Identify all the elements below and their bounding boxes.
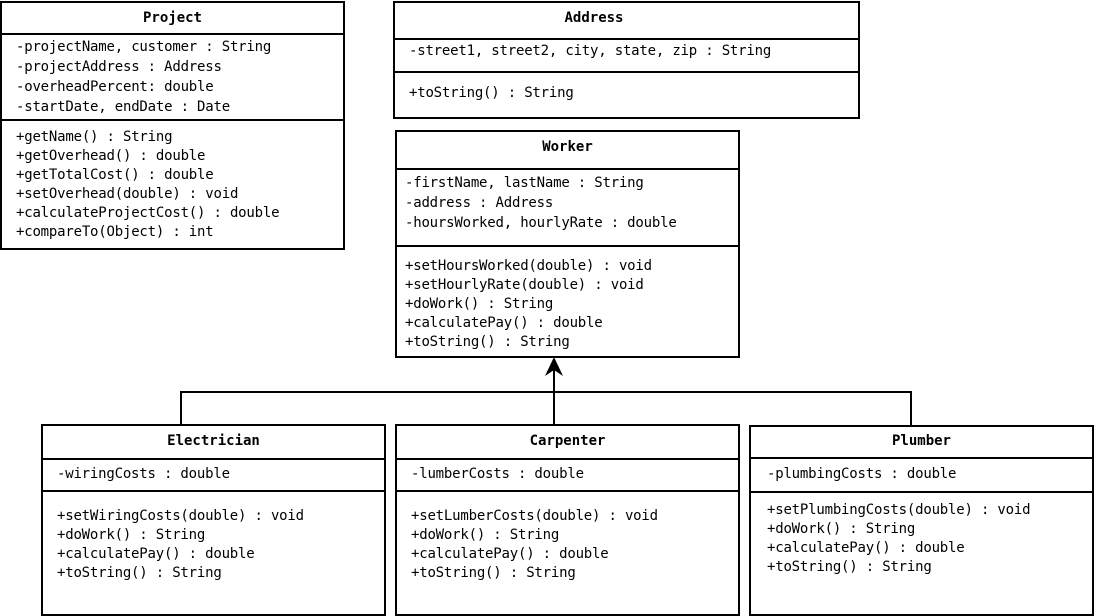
- class-worker[interactable]: Worker -firstName, lastName : String -ad…: [395, 130, 740, 358]
- method: +doWork() : String: [57, 527, 206, 543]
- attribute: -lumberCosts : double: [411, 466, 584, 482]
- class-title: Carpenter: [529, 433, 606, 449]
- method: +getName() : String: [16, 129, 173, 145]
- method: +setWiringCosts(double) : void: [57, 508, 304, 524]
- divider: [43, 490, 384, 492]
- attribute: -projectAddress : Address: [16, 59, 222, 75]
- method: +calculatePay() : double: [411, 546, 609, 562]
- class-carpenter[interactable]: Carpenter -lumberCosts : double +setLumb…: [395, 424, 740, 616]
- method: +calculatePay() : double: [767, 540, 965, 556]
- attribute: -plumbingCosts : double: [767, 466, 957, 482]
- method: +setHoursWorked(double) : void: [405, 258, 652, 274]
- divider: [397, 490, 738, 492]
- class-title: Address: [564, 10, 624, 26]
- divider: [43, 458, 384, 460]
- method: +getTotalCost() : double: [16, 167, 214, 183]
- attribute: -wiringCosts : double: [57, 466, 230, 482]
- class-electrician[interactable]: Electrician -wiringCosts : double +setWi…: [41, 424, 386, 616]
- divider: [2, 119, 343, 121]
- method: +toString() : String: [57, 565, 222, 581]
- class-title: Project: [142, 10, 202, 26]
- method: +doWork() : String: [405, 296, 554, 312]
- attribute: -street1, street2, city, state, zip : St…: [409, 43, 772, 59]
- divider: [397, 168, 738, 170]
- method: +compareTo(Object) : int: [16, 224, 214, 240]
- attribute: -address : Address: [405, 195, 554, 211]
- method: +toString() : String: [767, 559, 932, 575]
- method: +toString() : String: [409, 85, 574, 101]
- inheritance-line-electrician: [180, 391, 912, 425]
- method: +setLumberCosts(double) : void: [411, 508, 658, 524]
- class-address[interactable]: Address -street1, street2, city, state, …: [393, 1, 860, 119]
- class-project[interactable]: Project -projectName, customer : String …: [0, 1, 345, 250]
- divider: [751, 491, 1092, 493]
- divider: [397, 458, 738, 460]
- method: +doWork() : String: [767, 521, 916, 537]
- method: +calculateProjectCost() : double: [16, 205, 280, 221]
- attribute: -firstName, lastName : String: [405, 175, 644, 191]
- divider: [2, 33, 343, 35]
- method: +getOverhead() : double: [16, 148, 206, 164]
- divider: [397, 245, 738, 247]
- method: +toString() : String: [405, 334, 570, 350]
- method: +setOverhead(double) : void: [16, 186, 239, 202]
- inheritance-arrowhead: [545, 357, 563, 376]
- divider: [395, 38, 858, 40]
- class-title: Worker: [542, 139, 593, 155]
- attribute: -startDate, endDate : Date: [16, 99, 230, 115]
- method: +calculatePay() : double: [405, 315, 603, 331]
- method: +setHourlyRate(double) : void: [405, 277, 644, 293]
- attribute: -hoursWorked, hourlyRate : double: [405, 215, 677, 231]
- divider: [395, 71, 858, 73]
- class-title: Plumber: [891, 433, 951, 449]
- class-plumber[interactable]: Plumber -plumbingCosts : double +setPlum…: [749, 425, 1094, 616]
- method: +setPlumbingCosts(double) : void: [767, 502, 1031, 518]
- attribute: -projectName, customer : String: [16, 39, 272, 55]
- method: +doWork() : String: [411, 527, 560, 543]
- class-title: Electrician: [167, 433, 260, 449]
- divider: [751, 457, 1092, 459]
- method: +toString() : String: [411, 565, 576, 581]
- attribute: -overheadPercent: double: [16, 79, 214, 95]
- method: +calculatePay() : double: [57, 546, 255, 562]
